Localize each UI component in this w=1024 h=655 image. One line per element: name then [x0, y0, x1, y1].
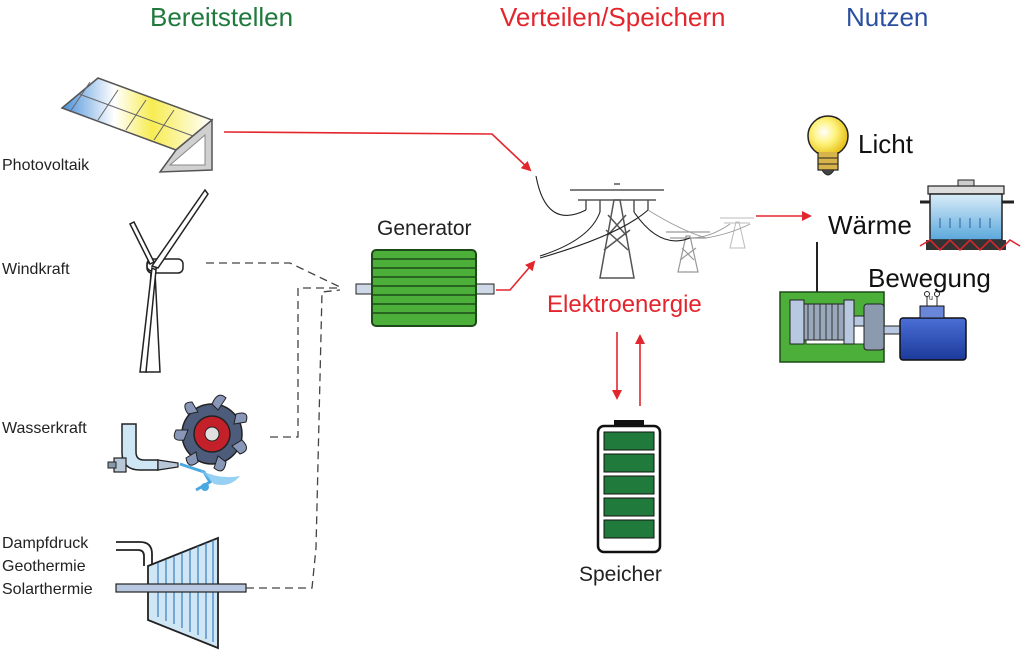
cooking-pot-icon — [919, 179, 1021, 252]
winch-motor-icon: u — [779, 242, 967, 363]
hydro-turbine-icon — [107, 394, 248, 492]
power-line-towers-icon — [535, 175, 754, 279]
label-steam-pressure: Dampfdruck — [2, 535, 89, 552]
label-generator: Generator — [377, 217, 472, 240]
label-photovoltaic: Photovoltaik — [2, 157, 90, 174]
motor-terminal-label: u — [929, 295, 933, 302]
heading-use: Nutzen — [846, 2, 929, 32]
steam-turbine-icon — [115, 536, 247, 650]
light-bulb-icon — [807, 115, 849, 176]
label-storage: Speicher — [579, 563, 662, 586]
label-electric-energy: Elektroenergie — [547, 291, 702, 318]
label-geothermal: Geothermie — [2, 558, 86, 575]
battery-icon — [596, 420, 662, 554]
heading-provide: Bereitstellen — [150, 2, 294, 32]
generator-icon — [355, 249, 495, 327]
label-heat: Wärme — [828, 210, 912, 240]
label-motion: Bewegung — [868, 263, 991, 293]
label-light: Licht — [858, 129, 913, 159]
photovoltaic-panel-icon — [60, 77, 214, 173]
wind-turbine-icon — [128, 188, 209, 373]
label-hydro: Wasserkraft — [2, 420, 87, 437]
mechanical-links — [206, 262, 341, 589]
energy-flow-arrows — [223, 131, 812, 406]
label-wind: Windkraft — [2, 261, 70, 278]
label-solar-thermal: Solarthermie — [2, 581, 93, 598]
heading-distribute: Verteilen/Speichern — [500, 2, 726, 32]
